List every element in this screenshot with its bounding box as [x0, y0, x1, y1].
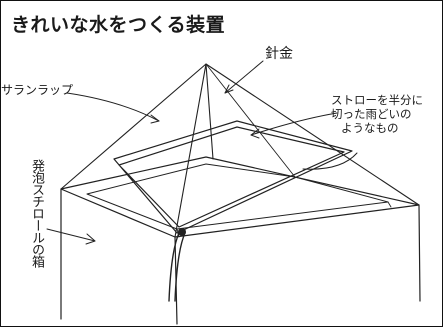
wire-label: 針金 — [265, 46, 293, 62]
foam-box-rim — [86, 163, 389, 230]
gutter-arrow — [250, 128, 260, 139]
rain-gutter-label: ストローを半分に 切った雨どいの ようなもの — [331, 93, 423, 135]
gutter-frame — [113, 120, 353, 234]
rain-gutter-label-line3: ようなもの — [341, 120, 399, 135]
wire-arrow — [224, 84, 234, 94]
diagram-title: きれいな水をつくる装置 — [11, 14, 226, 36]
rain-gutter-label-line2: 切った雨どいの — [331, 106, 412, 121]
pyramid-mid — [205, 63, 296, 178]
foam-arrow — [85, 233, 96, 245]
wire-leader — [224, 60, 264, 94]
plastic-wrap-label: サランラップ — [1, 83, 74, 97]
foam-box-label: 発泡スチロールの箱 — [29, 159, 44, 267]
pyramid-ridges — [60, 63, 420, 238]
gutter-leader-2 — [302, 152, 358, 170]
wrap-arrow — [150, 114, 160, 124]
drain-knot — [178, 228, 186, 236]
foam-box-inner-walls — [176, 201, 392, 238]
foam-leader — [46, 228, 96, 242]
wrap-leader — [66, 92, 160, 122]
drain-tube — [168, 232, 186, 302]
rain-gutter-label-line1: ストローを半分に — [331, 93, 423, 107]
foam-box-outline — [60, 156, 421, 325]
gutter-leader — [250, 112, 338, 136]
